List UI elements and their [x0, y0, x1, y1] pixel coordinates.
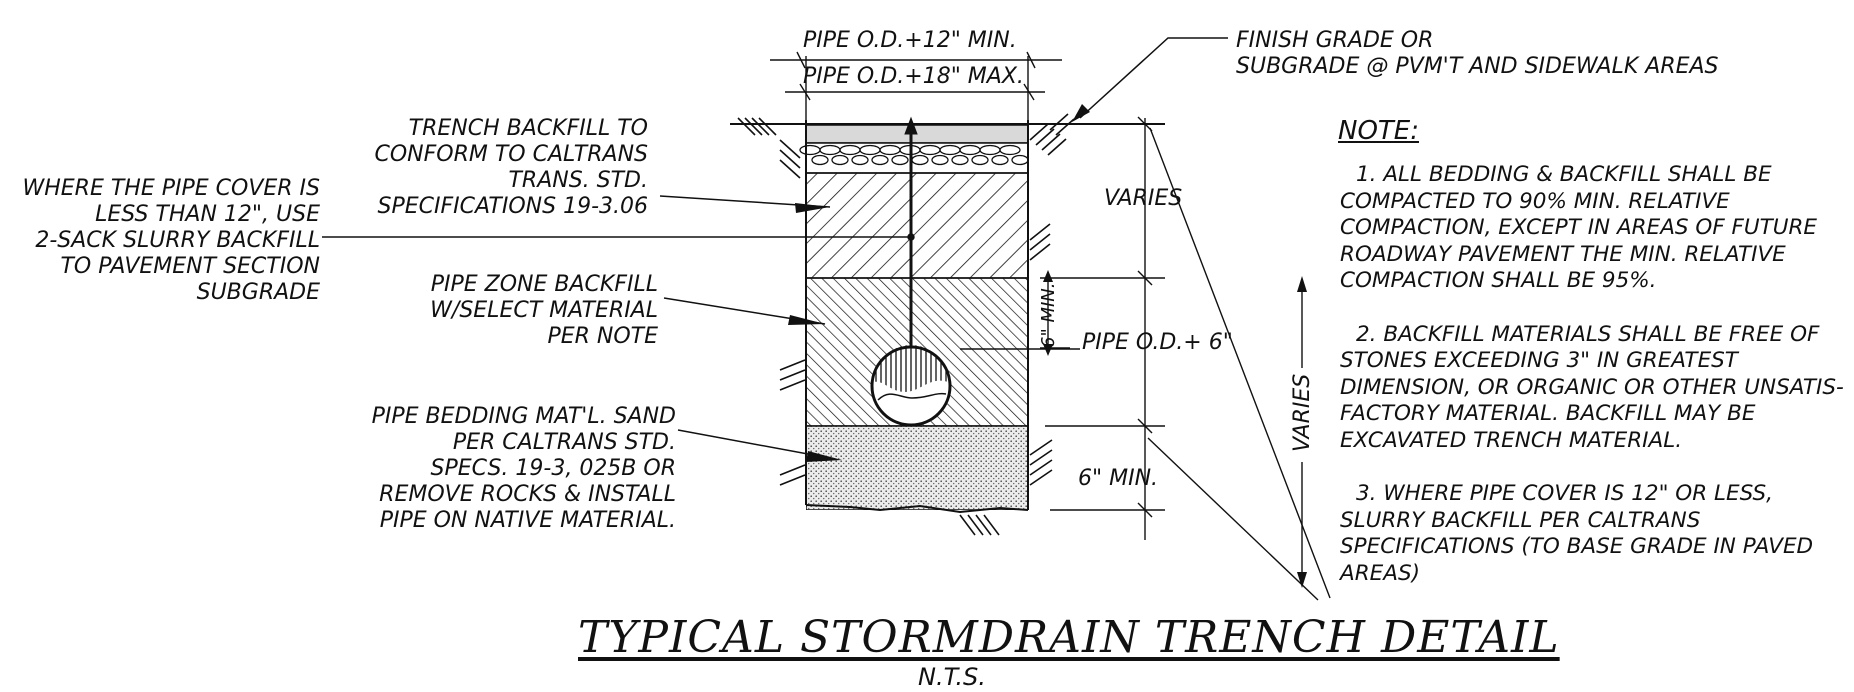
- callout-trench-backfill-line4: SPECIFICATIONS 19-3.06: [377, 194, 648, 219]
- cobble: [991, 154, 1009, 166]
- callout-pipe-cover-line4: TO PAVEMENT SECTION: [60, 254, 320, 279]
- base-rock-cobbles: [799, 144, 1029, 166]
- callout-pipe-cover: WHERE THE PIPE COVER IS LESS THAN 12", U…: [22, 176, 320, 306]
- leader-lines: [322, 37, 1228, 460]
- callout-pipe-zone-line1: PIPE ZONE BACKFILL: [430, 272, 658, 297]
- bedding-layer: [806, 425, 1028, 510]
- cobble: [891, 154, 909, 166]
- dimension-arrows: [1043, 270, 1307, 588]
- callout-pipe-cover-line5: SUBGRADE: [196, 280, 320, 305]
- drawing-title: TYPICAL STORMDRAIN TRENCH DETAIL: [578, 612, 1560, 663]
- cobble: [851, 154, 869, 166]
- callout-finish-grade-line2: SUBGRADE @ PVM'T AND SIDEWALK AREAS: [1236, 54, 1719, 79]
- base-rock-layer: [806, 142, 1028, 174]
- leader-arrowheads: [788, 104, 1090, 462]
- cobble: [871, 154, 889, 166]
- callout-pipe-cover-line1: WHERE THE PIPE COVER IS: [22, 176, 320, 201]
- dim-six-min-vertical: 6" MIN.: [1038, 282, 1059, 348]
- native-soil-hatch: [737, 113, 1075, 536]
- callout-bedding-line4: REMOVE ROCKS & INSTALL: [379, 482, 676, 507]
- callout-finish-grade: FINISH GRADE OR SUBGRADE @ PVM'T AND SID…: [1236, 28, 1719, 80]
- storm-drain-pipe: [870, 345, 952, 427]
- dim-six-min-bottom: 6" MIN.: [1078, 466, 1159, 491]
- callout-bedding-line5: PIPE ON NATIVE MATERIAL.: [379, 508, 676, 533]
- callout-pipe-zone: PIPE ZONE BACKFILL W/SELECT MATERIAL PER…: [430, 272, 658, 350]
- note-1: 1. ALL BEDDING & BACKFILL SHALL BE COMPA…: [1340, 162, 1818, 293]
- callout-bedding-line1: PIPE BEDDING MAT'L. SAND: [371, 404, 676, 429]
- callout-bedding: PIPE BEDDING MAT'L. SAND PER CALTRANS ST…: [372, 404, 676, 534]
- dim-pipe-od-18-max: PIPE O.D.+18" MAX.: [803, 64, 1024, 89]
- callout-trench-backfill: TRENCH BACKFILL TO CONFORM TO CALTRANS T…: [375, 116, 649, 220]
- cobble: [811, 154, 829, 166]
- dim-pipe-od-12-min: PIPE O.D.+12" MIN.: [803, 28, 1017, 53]
- callout-pipe-zone-line3: PER NOTE: [547, 324, 658, 349]
- cobble: [951, 154, 969, 166]
- dim-varies-right: VARIES: [1290, 373, 1315, 452]
- notes-heading: NOTE:: [1338, 116, 1419, 146]
- callout-bedding-line2: PER CALTRANS STD.: [452, 430, 676, 455]
- callout-pipe-zone-line2: W/SELECT MATERIAL: [430, 298, 658, 323]
- note-3: 3. WHERE PIPE COVER IS 12" OR LESS, SLUR…: [1340, 481, 1814, 586]
- callout-trench-backfill-line3: TRANS. STD.: [508, 168, 648, 193]
- dim-pipe-od-plus-6: PIPE O.D.+ 6": [1082, 330, 1233, 355]
- dimension-lines: [770, 51, 1331, 601]
- cobble: [971, 154, 989, 166]
- cobble: [831, 154, 849, 166]
- callout-pipe-cover-line2: LESS THAN 12", USE: [95, 202, 320, 227]
- callout-trench-backfill-line1: TRENCH BACKFILL TO: [408, 116, 648, 141]
- trench-outline: [730, 120, 1165, 514]
- cobble: [931, 154, 949, 166]
- callout-finish-grade-line1: FINISH GRADE OR: [1236, 28, 1434, 53]
- callout-pipe-cover-line3: 2-SACK SLURRY BACKFILL: [35, 228, 320, 253]
- callout-trench-backfill-line2: CONFORM TO CALTRANS: [374, 142, 649, 167]
- note-2: 2. BACKFILL MATERIALS SHALL BE FREE OF S…: [1340, 321, 1844, 453]
- drawing-scale: N.T.S.: [918, 663, 986, 691]
- dim-varies-upper: VARIES: [1104, 186, 1183, 211]
- notes-list: 1. ALL BEDDING & BACKFILL SHALL BE COMPA…: [1340, 162, 1850, 614]
- cobble: [999, 144, 1021, 156]
- trench-backfill-layer: [806, 172, 1028, 279]
- callout-bedding-line3: SPECS. 19-3, 025B OR: [430, 456, 676, 481]
